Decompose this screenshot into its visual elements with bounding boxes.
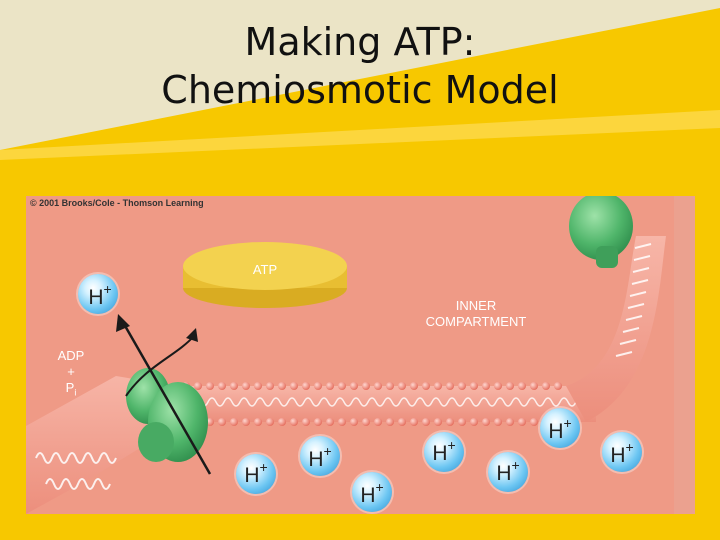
plus-label: + (67, 364, 75, 379)
hydrogen-ion-sphere (236, 454, 276, 494)
pi-label: Pi (50, 380, 92, 401)
conversion-arrow (125, 335, 195, 397)
atp-label: ATP (252, 262, 278, 277)
hydrogen-ion-label: H+ (360, 479, 384, 507)
title-line-2: Chemiosmotic Model (161, 68, 559, 112)
hydrogen-ion-label: H+ (548, 415, 572, 443)
membrane-horizontal (175, 382, 596, 426)
hydrogen-ion-sphere (540, 408, 580, 448)
adp-pi-label: ADP + Pi (50, 348, 92, 401)
inner-label-line-1: INNER (455, 298, 497, 313)
inner-label-line-2: COMPARTMENT (425, 314, 527, 329)
title-line-1: Making ATP: (244, 20, 476, 64)
atp-disc (183, 242, 347, 308)
pi-subscript: i (74, 387, 77, 398)
conversion-arrowhead (186, 328, 198, 342)
hydrogen-ion-label: H+ (244, 459, 268, 487)
hydrogen-ion-sphere (78, 274, 118, 314)
hydrogen-ion-sphere (352, 472, 392, 512)
hydrogen-ion-label: H+ (308, 443, 332, 471)
atp-synthase-top (569, 196, 633, 268)
slide-title: Making ATP: Chemiosmotic Model (0, 18, 720, 114)
hydrogen-ion-label: H+ (496, 457, 520, 485)
hydrogen-ion-label: H+ (610, 439, 634, 467)
hydrogen-ion-sphere (300, 436, 340, 476)
credit-text: © 2001 Brooks/Cole - Thomson Learning (30, 198, 204, 208)
hydrogen-ion-sphere (602, 432, 642, 472)
inner-compartment-label: INNER COMPARTMENT (406, 298, 546, 330)
proton-flow-arrowhead (116, 314, 130, 332)
adp-label: ADP (57, 348, 85, 363)
membrane-right-curve (566, 196, 695, 514)
pi-base: P (65, 380, 75, 395)
chemiosmotic-figure: © 2001 Brooks/Cole - Thomson Learning AT… (26, 196, 695, 514)
hydrogen-ion-label: H+ (432, 437, 456, 465)
proton-flow-arrow (122, 323, 212, 475)
membrane-diagram (26, 196, 695, 514)
hydrogen-ion-label: H+ (88, 281, 112, 309)
hydrogen-ion-sphere (488, 452, 528, 492)
hydrogen-ion-sphere (424, 432, 464, 472)
